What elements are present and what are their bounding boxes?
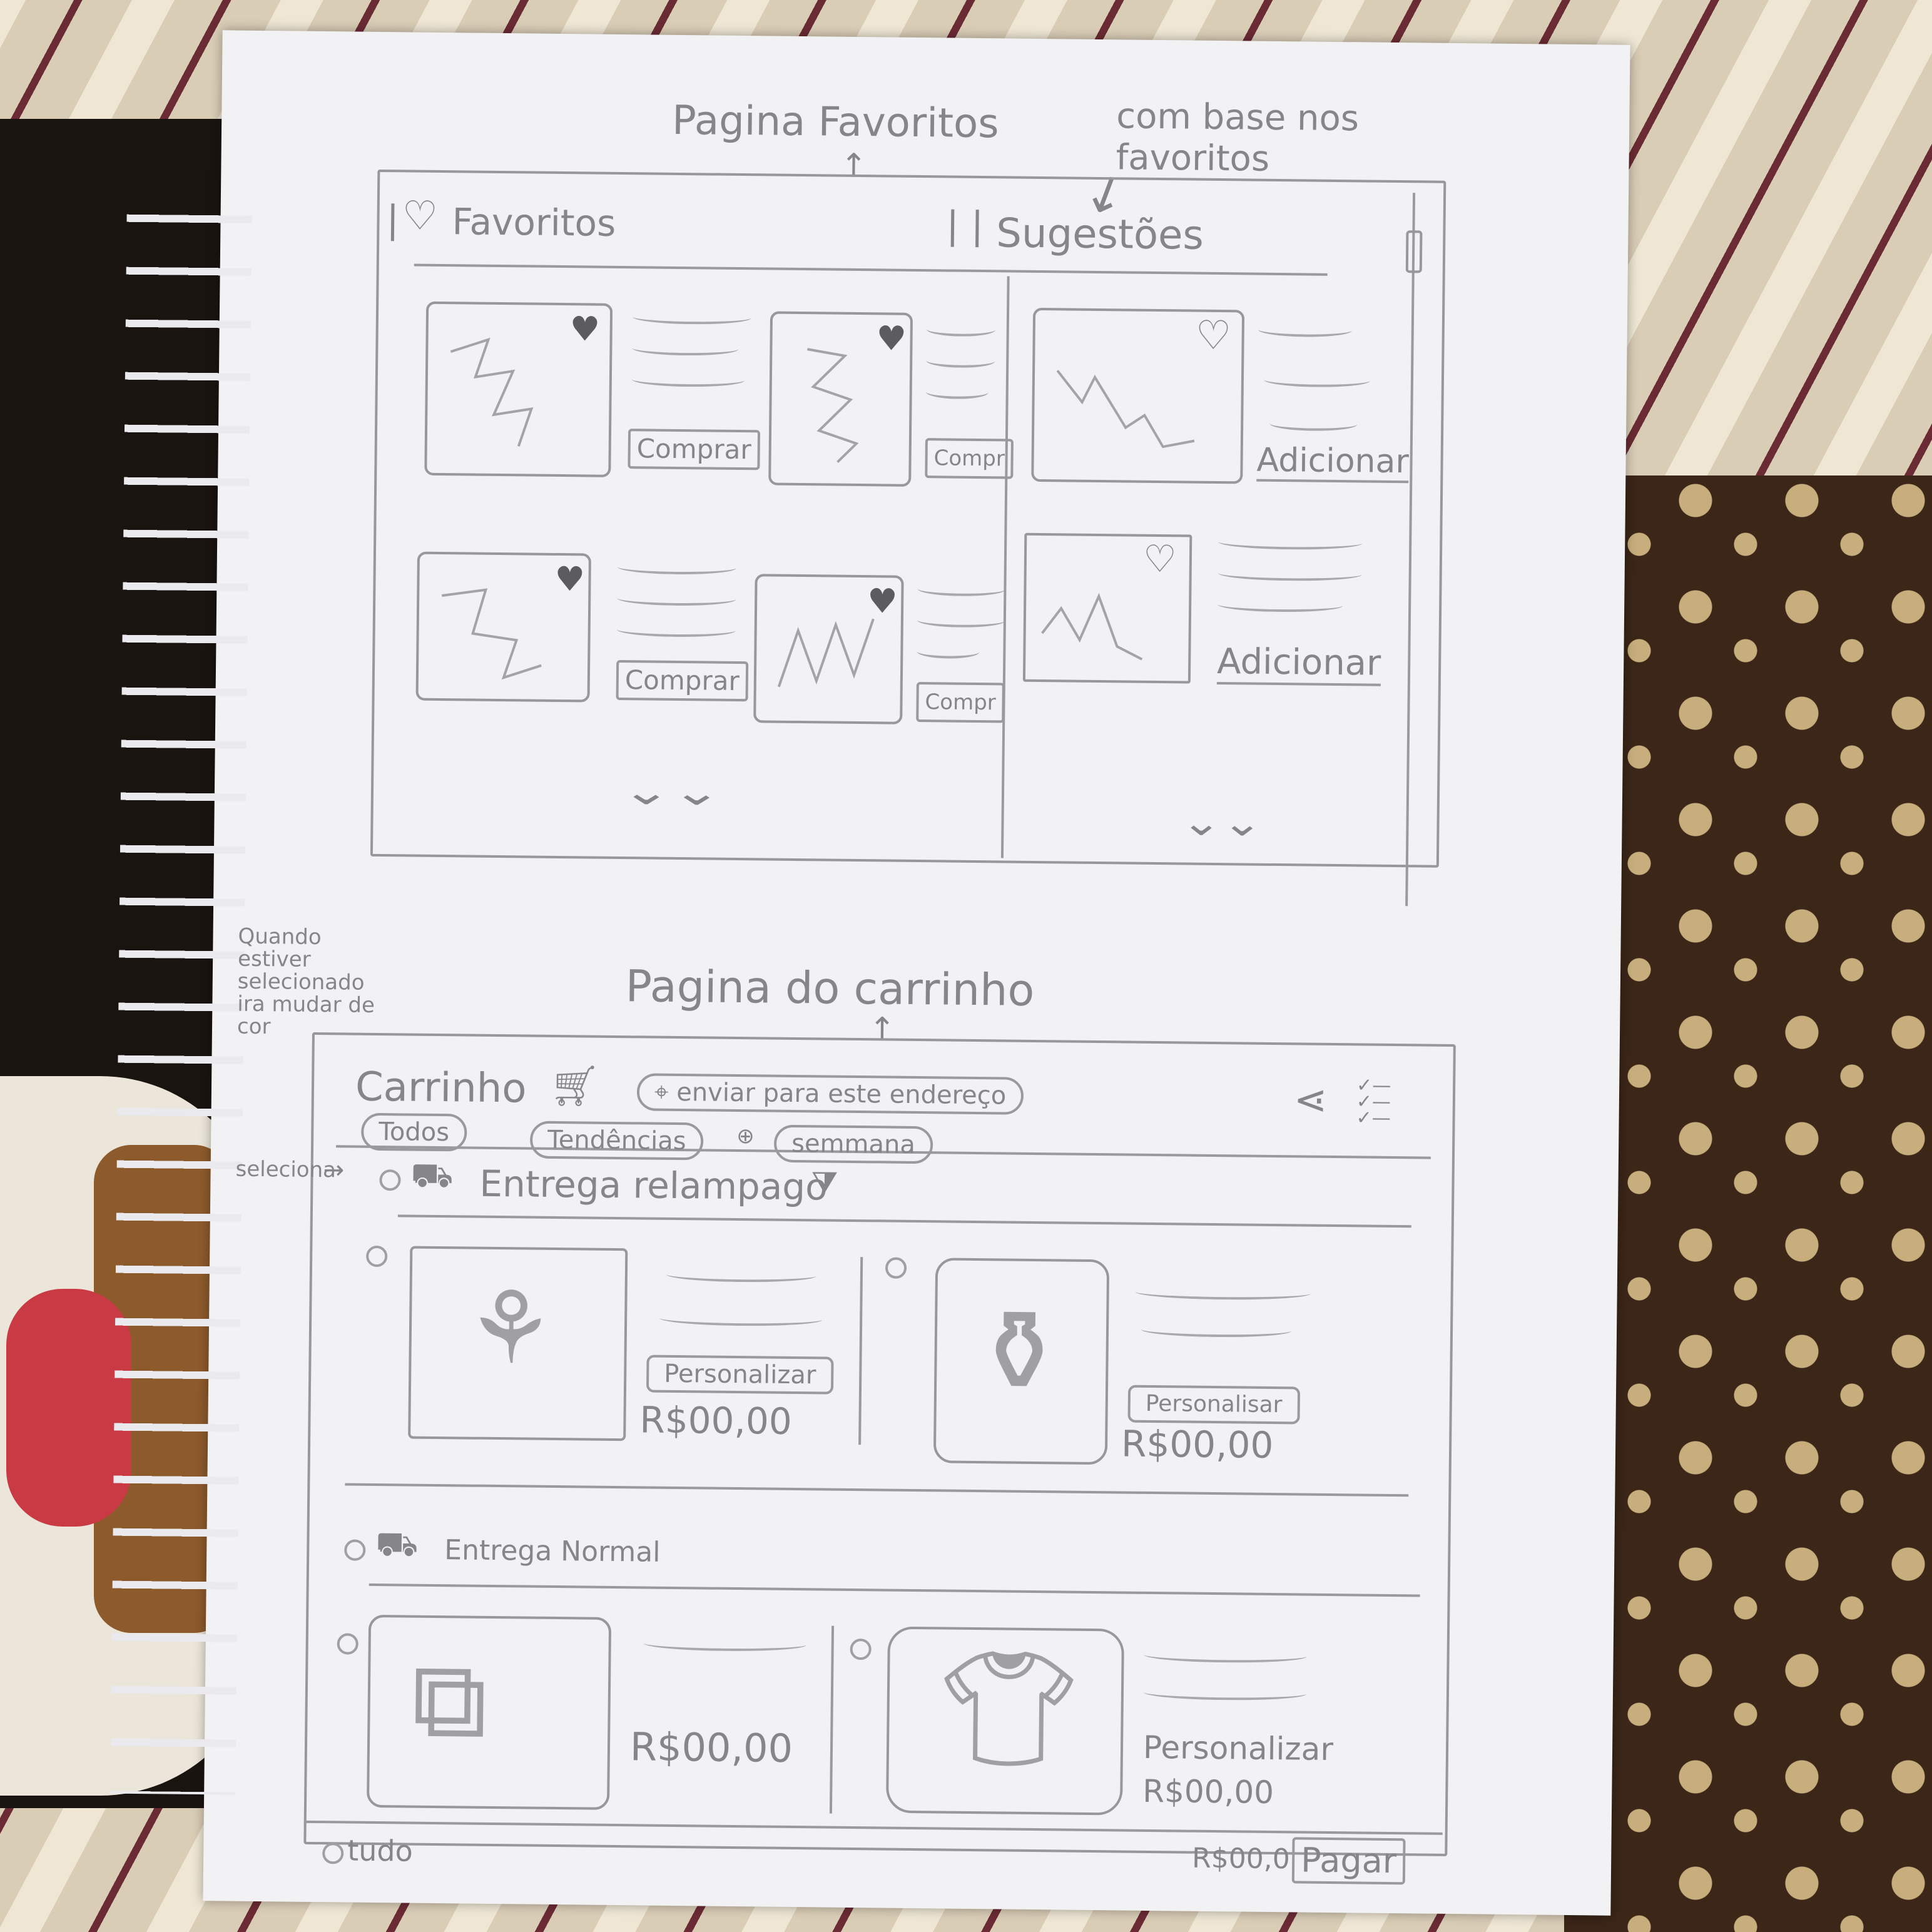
checklist-icon[interactable]: ✓—✓—✓— <box>1356 1074 1391 1129</box>
add-button[interactable]: Adicionar <box>1256 441 1410 484</box>
heart-icon[interactable]: ♡ <box>1142 537 1177 582</box>
tab-divider: | <box>386 198 400 242</box>
tab-favorites[interactable]: Favoritos <box>452 200 616 245</box>
share-icon[interactable]: ⋖ <box>1293 1077 1328 1124</box>
item-select-radio[interactable] <box>366 1245 388 1268</box>
customize-label[interactable]: Personalizar <box>1142 1729 1334 1768</box>
heart-icon[interactable]: ♥ <box>554 559 586 599</box>
suggestion-image-scribble <box>1056 370 1195 449</box>
item-select-radio[interactable] <box>885 1257 907 1279</box>
location-pin-icon: ⌖ <box>654 1077 669 1107</box>
filter-icon[interactable]: ⧩ <box>811 1165 838 1201</box>
buy-button[interactable]: Comprar <box>616 659 749 702</box>
item-price: R$00,00 <box>639 1398 793 1443</box>
box-icon: ⧉ <box>410 1637 489 1762</box>
truck-icon: ⛟ <box>410 1155 454 1196</box>
truck-icon: ⛟ <box>375 1523 419 1564</box>
address-pill[interactable]: ⌖ enviar para este endereço <box>636 1073 1024 1115</box>
scrollbar-thumb[interactable] <box>1405 230 1423 273</box>
express-section-radio[interactable] <box>379 1169 401 1191</box>
heart-icon[interactable]: ♥ <box>569 309 601 349</box>
chevron-down-icon[interactable]: ⌄⌄ <box>621 770 723 815</box>
cart-page-annotation: Pagina do carrinho <box>625 960 1035 1016</box>
select-all-label: tudo <box>347 1833 414 1868</box>
cart-item-image[interactable] <box>366 1614 612 1810</box>
add-button[interactable]: Adicionar <box>1216 641 1381 686</box>
customize-button[interactable]: Personalisar <box>1127 1385 1300 1425</box>
item-price: R$00,00 <box>1142 1772 1274 1811</box>
suggestions-annotation: com base nos favoritos <box>1116 96 1360 180</box>
cart-icon: 🛒︎ <box>549 1062 601 1110</box>
selected-state-annotation: Quando estiver selecionado ira mudar de … <box>236 923 375 1040</box>
product-image-scribble <box>442 588 542 680</box>
filter-chip-todos[interactable]: Todos <box>360 1112 467 1152</box>
background-floral-fabric <box>1564 475 1932 1932</box>
normal-section-radio[interactable] <box>344 1539 366 1561</box>
heart-icon: ♡ <box>402 193 439 240</box>
cart-total: R$00,0 <box>1191 1842 1291 1876</box>
item-select-radio[interactable] <box>850 1638 872 1660</box>
cart-title: Carrinho <box>355 1064 527 1112</box>
select-all-radio[interactable] <box>322 1843 344 1864</box>
chevron-down-icon[interactable]: ⌄⌄ <box>1181 800 1263 845</box>
tab-divider: | | <box>946 203 984 248</box>
buy-button[interactable]: Compr <box>916 681 1005 723</box>
lock-icon: ⊕ <box>736 1124 755 1149</box>
item-price: R$00,00 <box>629 1724 793 1771</box>
favorites-page-annotation: Pagina Favoritos <box>671 97 999 148</box>
shirt-icon: 👕︎ <box>936 1642 1081 1775</box>
background-rug-red <box>6 1289 131 1527</box>
filter-chip-semana[interactable]: semmana <box>773 1124 933 1164</box>
selected-annotation: seleciona <box>235 1156 337 1183</box>
product-image-scribble <box>450 337 534 447</box>
address-pill-label: enviar para este endereço <box>676 1077 1007 1111</box>
normal-delivery-label: Entrega Normal <box>444 1534 661 1568</box>
tab-suggestions[interactable]: Sugestões <box>995 210 1204 259</box>
customize-button[interactable]: Personalizar <box>646 1355 834 1395</box>
heart-icon[interactable]: ♡ <box>1195 312 1232 360</box>
plant-icon: ⚘ <box>465 1269 556 1387</box>
item-price: R$00,00 <box>1121 1422 1274 1467</box>
heart-icon[interactable]: ♥ <box>867 581 898 621</box>
buy-button[interactable]: Comprar <box>628 429 760 470</box>
suggestion-image-scribble <box>1041 592 1143 661</box>
pay-button[interactable]: Pagar <box>1291 1837 1406 1885</box>
filter-chip-tendencias[interactable]: Tendências <box>529 1121 704 1161</box>
arrow-right-icon: → <box>323 1156 345 1185</box>
product-image-scribble <box>807 348 859 464</box>
buy-button[interactable]: Compr <box>925 438 1014 479</box>
item-select-radio[interactable] <box>337 1633 358 1655</box>
sketch-paper: Pagina Favoritos ↑ com base nos favorito… <box>110 30 1630 1916</box>
vase-icon: ⚱ <box>971 1286 1067 1418</box>
express-delivery-label: Entrega relampago <box>479 1162 828 1209</box>
notebook-spiral <box>110 191 252 1795</box>
heart-icon[interactable]: ♥ <box>876 318 907 358</box>
product-image-scribble <box>777 618 875 688</box>
